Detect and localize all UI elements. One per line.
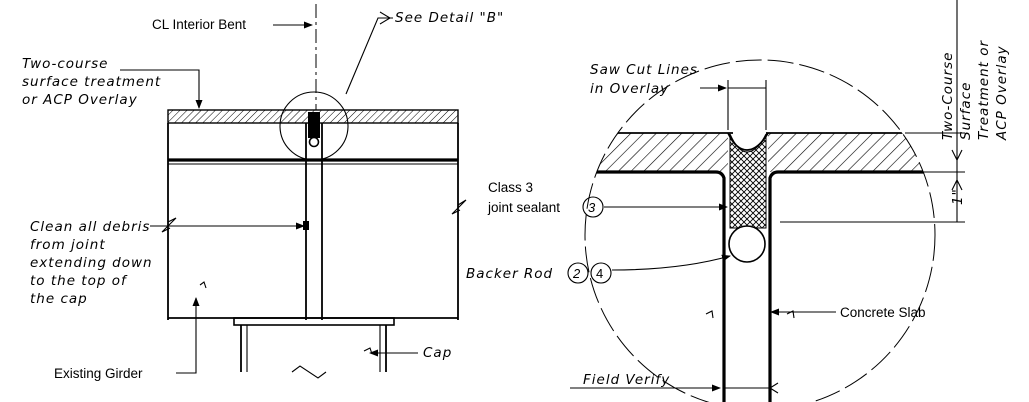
svg-text:Saw Cut Lines: Saw Cut Lines	[590, 62, 698, 78]
svg-text:Class 3: Class 3	[488, 180, 533, 195]
svg-text:Treatment or: Treatment or	[976, 40, 992, 140]
note-4-circle	[590, 262, 612, 284]
svg-text:ACP Overlay: ACP Overlay	[994, 45, 1010, 141]
svg-text:the cap: the cap	[30, 291, 88, 307]
svg-text:1": 1"	[950, 188, 966, 205]
cl-interior-bent-label: CL Interior Bent	[152, 17, 313, 32]
cap-label: Cap	[369, 345, 452, 361]
svg-text:3: 3	[588, 200, 596, 215]
svg-text:Field Verify: Field Verify	[583, 372, 670, 388]
cap-top	[233, 317, 395, 326]
svg-text:Two-course: Two-course	[22, 56, 108, 72]
svg-text:or ACP Overlay: or ACP Overlay	[22, 92, 138, 108]
saw-cut-label: Saw Cut Lines in Overlay	[590, 62, 767, 130]
concrete-slab-label: Concrete Slab	[770, 305, 926, 320]
section-view	[161, 4, 467, 379]
detail-b-view	[584, 59, 936, 402]
detail-b-circle	[584, 59, 936, 402]
note-3-circle	[582, 196, 604, 218]
backer-rod	[308, 136, 320, 148]
svg-text:surface treatment: surface treatment	[22, 74, 161, 90]
class3-label: Class 3 joint sealant 3	[487, 180, 728, 218]
svg-text:Surface: Surface	[958, 82, 974, 140]
detail-b-callout-circle	[279, 91, 349, 161]
svg-text:Backer Rod: Backer Rod	[466, 266, 553, 282]
svg-text:from joint: from joint	[30, 237, 106, 253]
note-2-circle	[567, 262, 589, 284]
svg-text:Two-Course: Two-Course	[940, 52, 956, 140]
svg-text:Existing Girder: Existing Girder	[54, 366, 143, 381]
svg-text:2: 2	[572, 266, 581, 281]
svg-text:to the top of: to the top of	[30, 273, 128, 289]
svg-text:extending down: extending down	[30, 255, 153, 271]
field-verify-label: Field Verify	[570, 370, 779, 396]
svg-text:Concrete Slab: Concrete Slab	[840, 305, 926, 320]
svg-text:See Detail "B": See Detail "B"	[395, 10, 504, 26]
svg-text:CL Interior Bent: CL Interior Bent	[152, 17, 246, 32]
existing-girder-label: Existing Girder	[54, 297, 200, 381]
joint-sealant	[308, 112, 320, 138]
clean-debris-label: Clean all debris from joint extending do…	[30, 219, 309, 307]
backer-rod-detail	[728, 225, 766, 263]
svg-text:Clean all debris: Clean all debris	[30, 219, 150, 235]
dimension-lines: 1"	[780, 0, 966, 223]
class3-sealant	[729, 133, 767, 229]
svg-text:4: 4	[596, 266, 603, 281]
svg-text:in Overlay: in Overlay	[590, 81, 669, 97]
see-detail-label: See Detail "B"	[345, 10, 504, 95]
surface-treatment-vertical-label: Two-Course Surface Treatment or ACP Over…	[940, 40, 1010, 141]
svg-text:joint sealant: joint sealant	[487, 200, 560, 215]
backer-rod-label: Backer Rod 2 4	[466, 254, 731, 284]
svg-text:Cap: Cap	[423, 345, 452, 361]
surface-treatment-label: Two-course surface treatment or ACP Over…	[22, 56, 203, 109]
